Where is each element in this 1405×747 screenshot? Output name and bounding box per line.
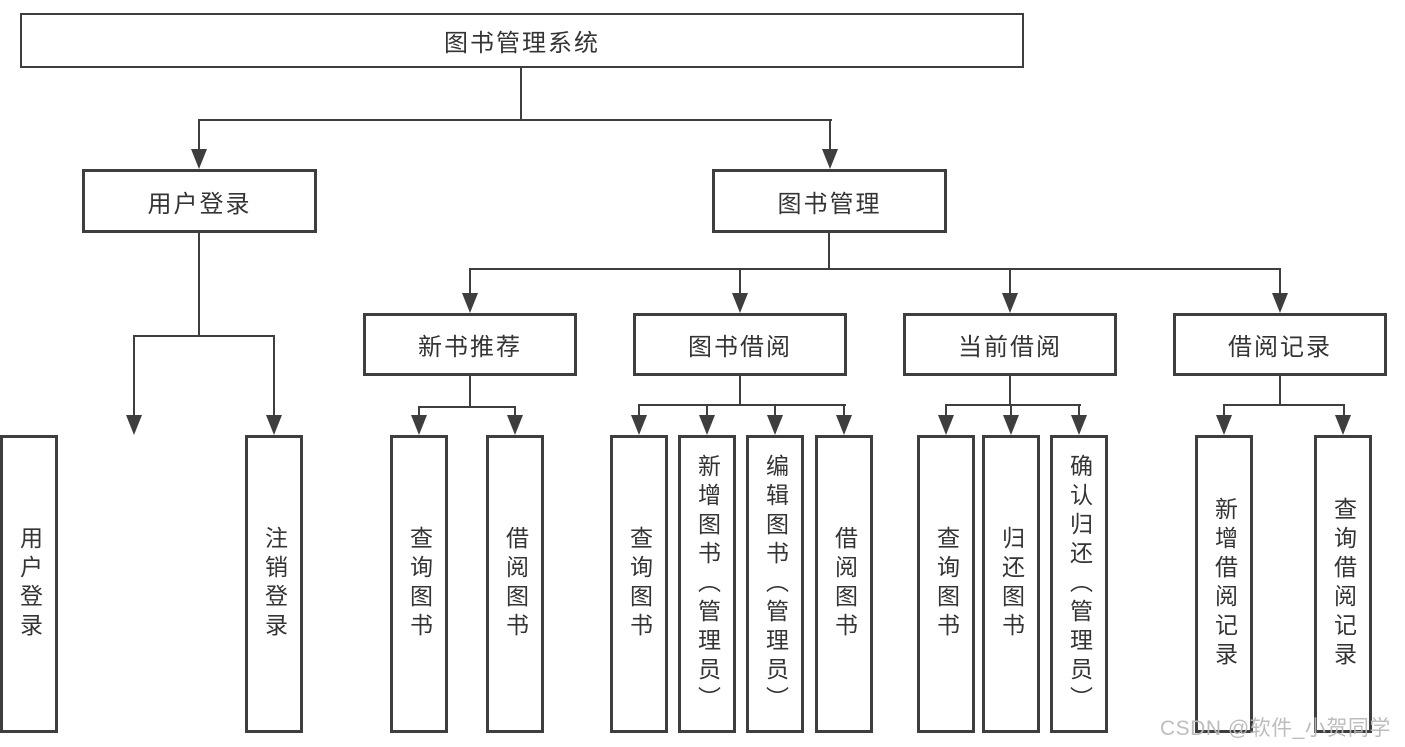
connector-newbooks-stem: [469, 376, 471, 408]
leaf-logout-label: 注销登录: [261, 526, 288, 642]
arrowhead-book-management: [822, 149, 838, 169]
connector-to-br-add: [1223, 404, 1225, 418]
arrowhead-br-query: [1335, 415, 1351, 435]
connector-to-leaf-logout: [273, 335, 275, 417]
arrowhead-book-borrow: [732, 293, 748, 313]
leaf-confirm-return-admin: 确认归还（管理员）: [1050, 435, 1108, 733]
connector-to-cb-query: [945, 404, 947, 418]
connector-to-nb-borrow: [514, 406, 516, 418]
node-book-borrowing-label: 图书借阅: [688, 334, 792, 361]
arrowhead-borrow-records: [1272, 293, 1288, 313]
leaf-confirm-return-admin-label: 确认归还（管理员）: [1066, 453, 1093, 715]
leaf-edit-books-admin-label: 编辑图书（管理员）: [762, 453, 789, 715]
node-user-login: 用户登录: [82, 169, 317, 233]
connector-userlogin-stem: [198, 233, 200, 337]
arrowhead-bb-add: [699, 415, 715, 435]
leaf-borrow-books-1-label: 借阅图书: [502, 526, 529, 642]
leaf-borrow-books-2-label: 借阅图书: [831, 526, 858, 642]
connector-to-bb-add: [706, 404, 708, 418]
leaf-borrow-books-2: 借阅图书: [815, 435, 873, 733]
connector-borrowrecords-stem: [1279, 376, 1281, 406]
node-book-management: 图书管理: [712, 169, 947, 233]
connector-bookborrow-stem: [739, 376, 741, 406]
leaf-edit-books-admin: 编辑图书（管理员）: [746, 435, 804, 733]
connector-bookmgmt-stem: [828, 233, 830, 270]
connector-to-user-login: [198, 119, 200, 151]
leaf-return-books: 归还图书: [982, 435, 1040, 733]
leaf-user-login-label: 用户登录: [16, 526, 43, 642]
connector-to-nb-query: [418, 406, 420, 418]
leaf-add-books-admin: 新增图书（管理员）: [678, 435, 736, 733]
leaf-logout: 注销登录: [245, 435, 303, 733]
leaf-query-books-3-label: 查询图书: [933, 526, 960, 642]
connector-currentborrow-crossbar: [945, 404, 1081, 406]
node-root-label: 图书管理系统: [444, 30, 600, 57]
connector-to-book-borrow: [739, 268, 741, 295]
leaf-query-books-3: 查询图书: [917, 435, 975, 733]
connector-to-br-query: [1343, 404, 1345, 418]
connector-to-bb-borrow: [843, 404, 845, 418]
node-user-login-label: 用户登录: [147, 190, 252, 218]
leaf-query-books-1-label: 查询图书: [406, 526, 433, 642]
node-new-book-recommend-label: 新书推荐: [418, 334, 522, 361]
connector-to-current-borrow: [1009, 268, 1011, 295]
arrowhead-nb-query: [411, 415, 427, 435]
connector-to-cb-return: [1010, 404, 1012, 418]
connector-newbooks-crossbar: [418, 406, 516, 408]
arrowhead-br-add: [1216, 415, 1232, 435]
csdn-watermark: CSDN @软件_小贺同学: [1160, 717, 1391, 740]
node-book-borrowing: 图书借阅: [633, 313, 847, 376]
connector-root-crossbar: [198, 119, 832, 121]
connector-userlogin-crossbar: [133, 335, 275, 337]
node-borrowing-records-label: 借阅记录: [1228, 334, 1332, 361]
leaf-return-books-label: 归还图书: [998, 526, 1025, 642]
leaf-query-borrow-record-label: 查询借阅记录: [1330, 497, 1357, 671]
leaf-query-books-2-label: 查询图书: [626, 526, 653, 642]
connector-to-leaf-login: [133, 335, 135, 417]
leaf-query-books-2: 查询图书: [610, 435, 668, 733]
connector-bookborrow-crossbar: [638, 404, 846, 406]
leaf-add-borrow-record: 新增借阅记录: [1195, 435, 1253, 733]
arrowhead-leaf-logout: [266, 415, 282, 435]
arrowhead-nb-borrow: [507, 415, 523, 435]
leaf-add-borrow-record-label: 新增借阅记录: [1211, 497, 1238, 671]
connector-to-cb-confirm: [1078, 404, 1080, 418]
arrowhead-bb-edit: [767, 415, 783, 435]
leaf-borrow-books-1: 借阅图书: [486, 435, 544, 733]
connector-to-bb-query: [638, 404, 640, 418]
arrowhead-current-borrow: [1002, 293, 1018, 313]
arrowhead-cb-confirm: [1071, 415, 1087, 435]
connector-currentborrow-stem: [1009, 376, 1011, 406]
arrowhead-leaf-login: [126, 415, 142, 435]
connector-root-stem: [520, 68, 522, 121]
node-current-borrowing: 当前借阅: [903, 313, 1117, 376]
connector-to-book-management: [829, 119, 831, 151]
arrowhead-bb-query: [631, 415, 647, 435]
arrowhead-cb-query: [938, 415, 954, 435]
node-new-book-recommend: 新书推荐: [363, 313, 577, 376]
arrowhead-user-login: [191, 149, 207, 169]
arrowhead-cb-return: [1003, 415, 1019, 435]
connector-to-borrow-records: [1279, 268, 1281, 295]
leaf-query-books-1: 查询图书: [390, 435, 448, 733]
node-borrowing-records: 借阅记录: [1173, 313, 1387, 376]
connector-to-new-books: [469, 268, 471, 295]
arrowhead-new-books: [462, 293, 478, 313]
node-book-management-label: 图书管理: [777, 190, 882, 218]
connector-borrowrecords-crossbar: [1223, 404, 1345, 406]
leaf-query-borrow-record: 查询借阅记录: [1314, 435, 1372, 733]
connector-to-bb-edit: [774, 404, 776, 418]
node-current-borrowing-label: 当前借阅: [958, 334, 1062, 361]
node-root: 图书管理系统: [20, 13, 1024, 68]
connector-bookmgmt-crossbar: [469, 268, 1281, 270]
leaf-add-books-admin-label: 新增图书（管理员）: [694, 453, 721, 715]
leaf-user-login: 用户登录: [0, 435, 58, 733]
arrowhead-bb-borrow: [836, 415, 852, 435]
